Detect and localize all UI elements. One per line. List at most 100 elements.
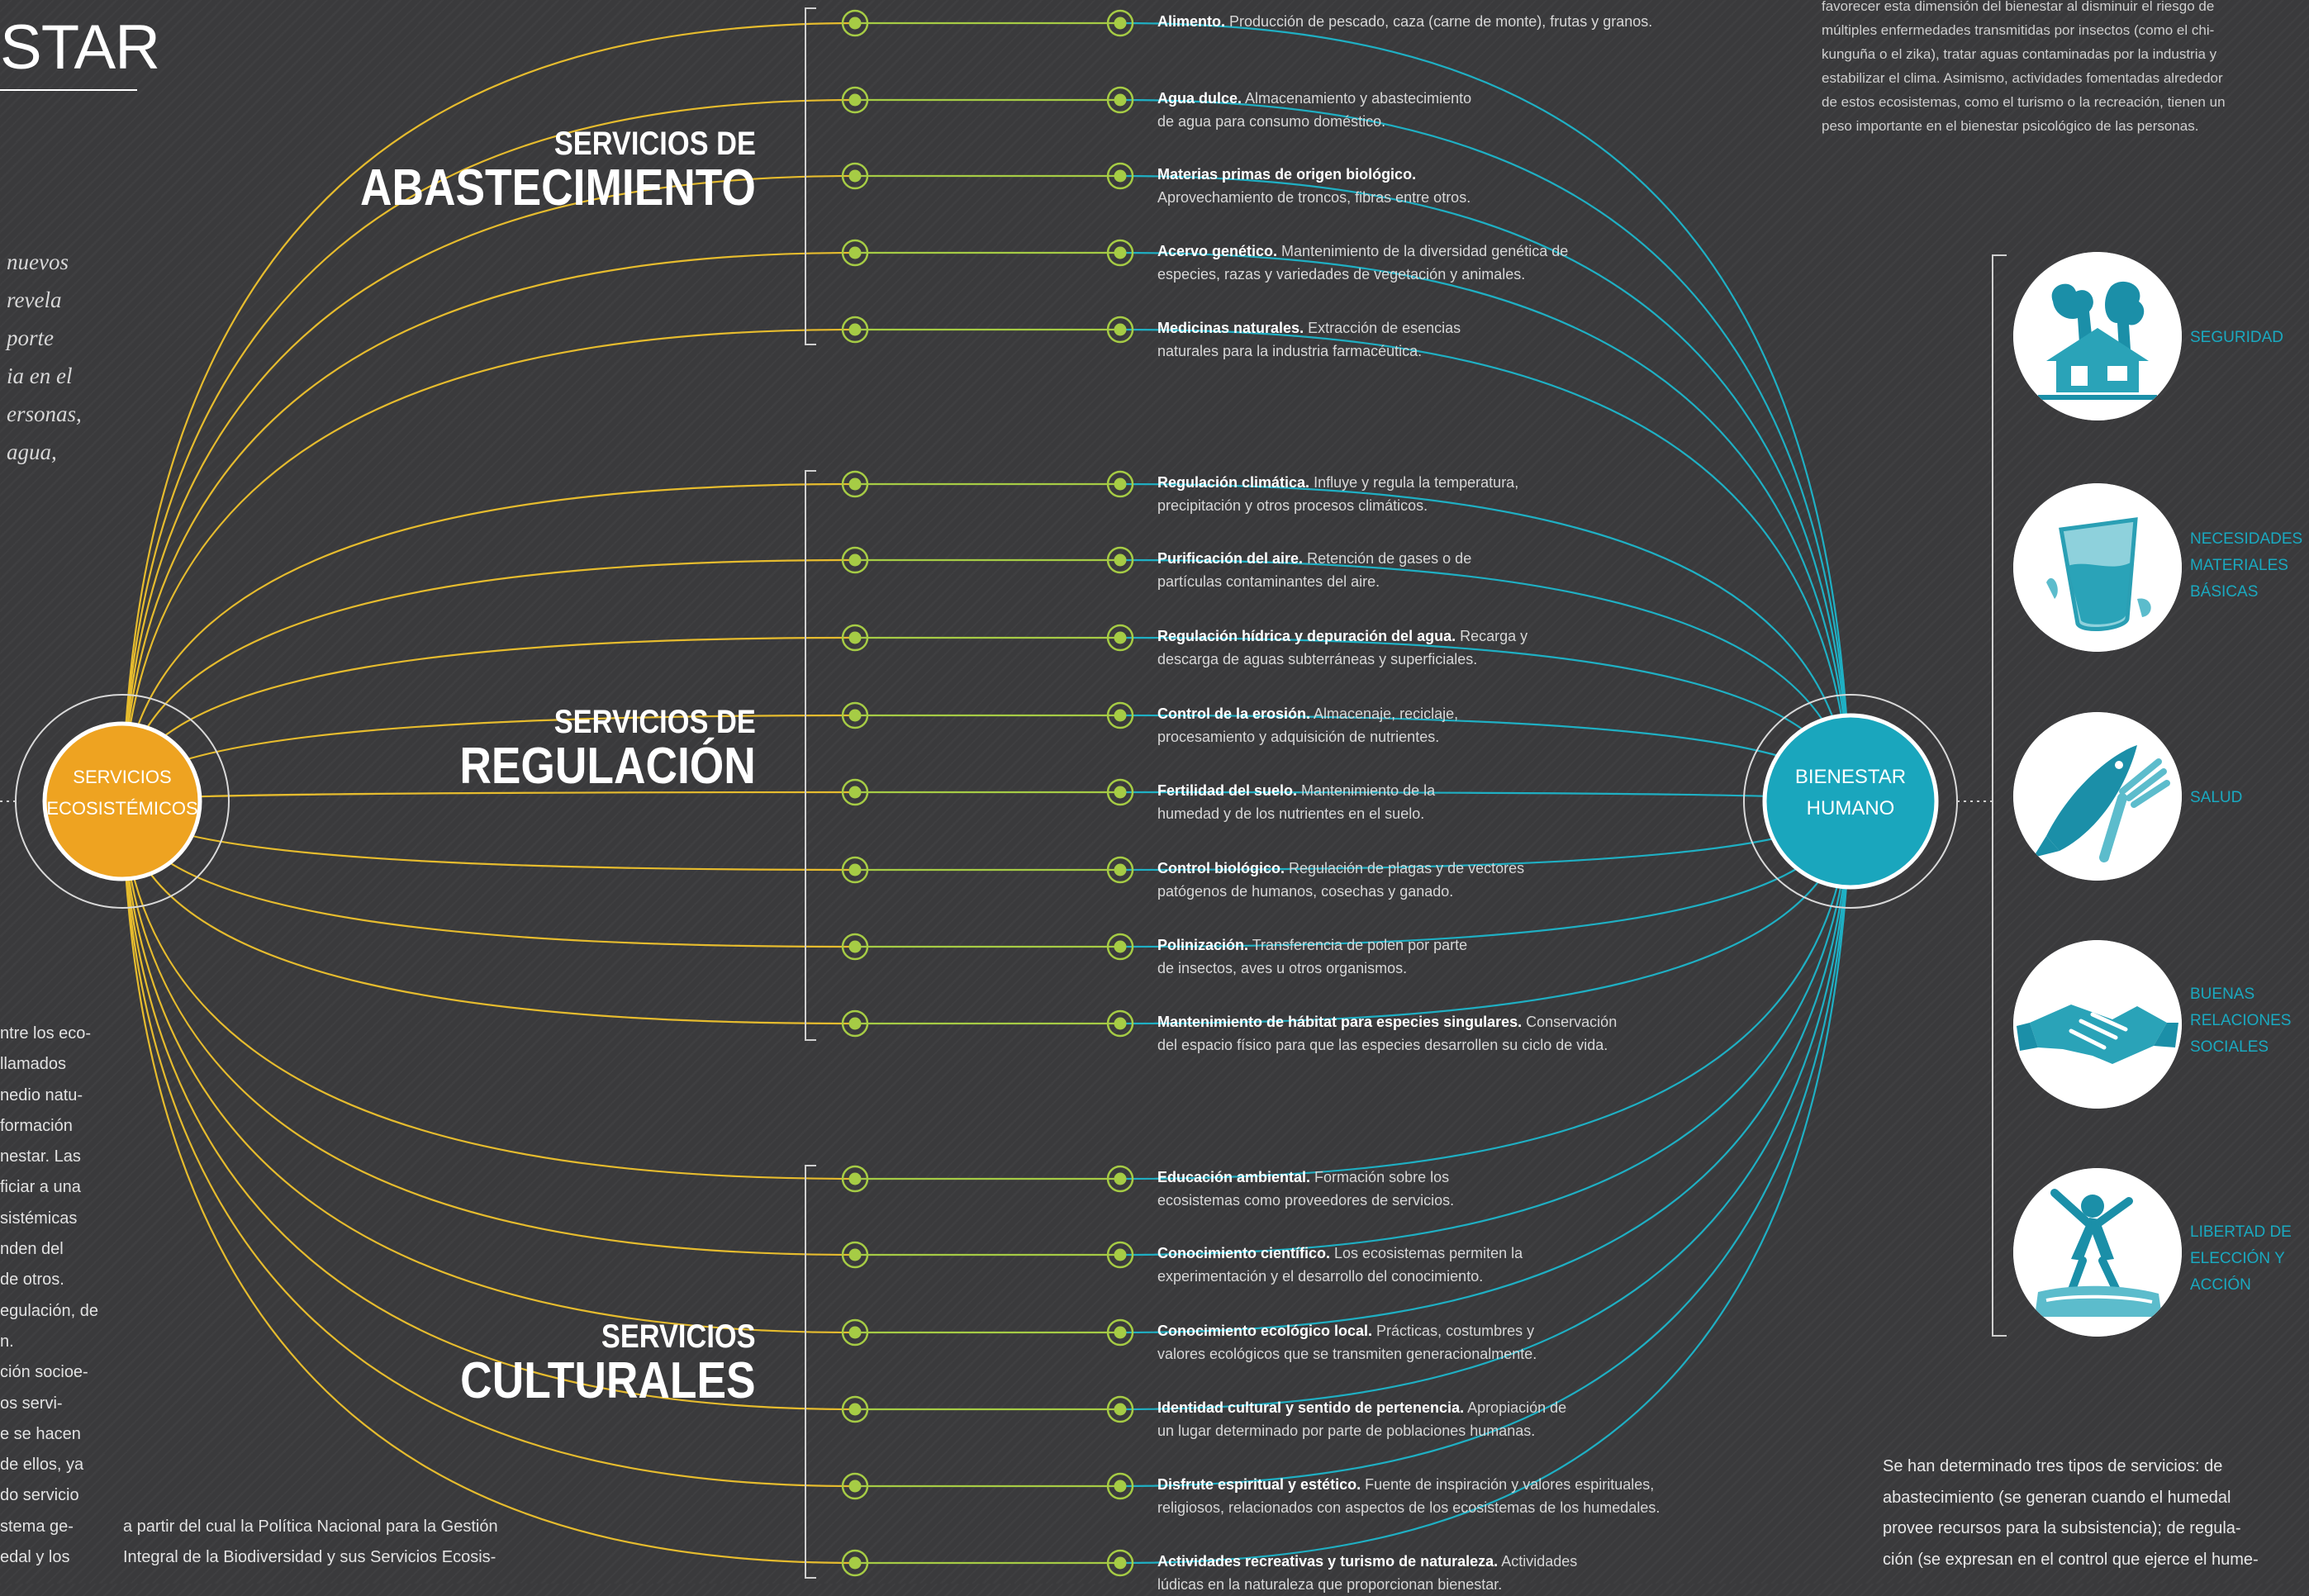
service-node <box>841 1549 869 1577</box>
wellbeing-label: NECESIDADES MATERIALES BÁSICAS <box>2190 530 2303 601</box>
group-bracket <box>805 1165 816 1579</box>
left-body-line: nden del <box>0 1240 64 1259</box>
service-node <box>841 86 869 114</box>
service-desc: Los ecosistemas permiten la <box>1330 1245 1523 1261</box>
service-node <box>1106 239 1134 267</box>
service-desc-line2: partículas contaminantes del aire. <box>1157 573 1380 590</box>
top-right-line: múltiples enfermedades transmitidas por … <box>1822 22 2215 38</box>
service-desc: Retención de gases o de <box>1303 550 1472 567</box>
service-title: Alimento. <box>1157 13 1226 30</box>
service-item: Materias primas de origen biológico.Apro… <box>1157 163 1470 209</box>
service-desc-line2: descarga de aguas subterráneas y superfi… <box>1157 651 1478 667</box>
service-desc-line2: de insectos, aves u otros organismos. <box>1157 960 1408 976</box>
service-item: Medicinas naturales. Extracción de esenc… <box>1157 316 1461 363</box>
service-desc: Formación sobre los <box>1310 1169 1450 1185</box>
left-body-line: de ellos, ya <box>0 1456 84 1475</box>
fish-fork-icon <box>2013 712 2182 881</box>
service-title: Educación ambiental. <box>1157 1169 1311 1185</box>
service-node <box>841 1472 869 1500</box>
service-title: Fertilidad del suelo. <box>1157 782 1298 799</box>
group-label-line2: ABASTECIMIENTO <box>360 159 756 216</box>
connector-line-ecosystem <box>121 800 856 1256</box>
service-node <box>1106 316 1134 344</box>
service-node <box>841 1009 869 1038</box>
connector-line-wellbeing <box>1119 98 1852 802</box>
service-desc: Almacenamiento y abastecimiento <box>1242 90 1472 107</box>
service-item: Conocimiento ecológico local. Prácticas,… <box>1157 1319 1537 1366</box>
service-title: Agua dulce. <box>1157 90 1242 107</box>
top-right-line: estabilizar el clima. Asimismo, activida… <box>1822 70 2223 86</box>
service-desc-line2: lúdicas en la naturaleza que proporciona… <box>1157 1576 1503 1593</box>
connector-line-ecosystem <box>121 251 856 802</box>
service-title: Identidad cultural y sentido de pertenen… <box>1157 1399 1465 1416</box>
right-body-line: abastecimiento (se generan cuando el hum… <box>1883 1488 2231 1507</box>
group-bracket <box>805 470 816 1041</box>
service-node <box>841 1395 869 1423</box>
connector-line-ecosystem <box>121 174 856 802</box>
group-label-line1: SERVICIOS DE <box>553 126 756 162</box>
group-label-line2: CULTURALES <box>460 1352 756 1409</box>
service-node <box>1106 1009 1134 1038</box>
service-item: Purificación del aire. Retención de gase… <box>1157 547 1471 593</box>
connector-line-wellbeing <box>1119 328 1852 802</box>
service-desc: Actividades <box>1498 1553 1578 1570</box>
group-label-line1: SERVICIOS DE <box>553 704 756 740</box>
service-item: Regulación climática. Influye y regula l… <box>1157 471 1518 517</box>
service-node <box>841 624 869 652</box>
service-desc-line2: precipitación y otros procesos climático… <box>1157 497 1428 514</box>
service-desc-line2: del espacio físico para que las especies… <box>1157 1037 1608 1053</box>
service-node <box>841 162 869 190</box>
service-desc-line2: valores ecológicos que se transmiten gen… <box>1157 1346 1537 1362</box>
quote-line: porte <box>7 325 54 350</box>
left-body-line: stema ge- <box>0 1517 74 1536</box>
connector-line-ecosystem <box>121 98 856 802</box>
connector-line-ecosystem <box>121 800 856 872</box>
service-node <box>841 9 869 37</box>
service-node <box>841 778 869 806</box>
service-desc-line2: ecosistemas como proveedores de servicio… <box>1157 1192 1455 1209</box>
service-node <box>1106 1472 1134 1500</box>
service-desc-line2: Aprovechamiento de troncos, fibras entre… <box>1157 189 1471 206</box>
service-node <box>1106 546 1134 574</box>
service-title: Conocimiento ecológico local. <box>1157 1323 1373 1339</box>
quote-line: agua, <box>7 439 57 464</box>
connector-line-wellbeing <box>1119 800 1852 1025</box>
service-desc: Transferencia de polen por parte <box>1248 937 1468 953</box>
quote-line: ersonas, <box>7 401 82 426</box>
service-node <box>1106 778 1134 806</box>
right-body-line: provee recursos para la subsistencia); d… <box>1883 1519 2241 1537</box>
left-body-line: llamados <box>0 1055 67 1074</box>
left-body-line: ficiar a una <box>0 1178 81 1197</box>
service-desc-line2: humedad y de los nutrientes en el suelo. <box>1157 805 1425 822</box>
service-node <box>841 1165 869 1193</box>
left-body-line: nedio natu- <box>0 1085 83 1104</box>
service-title: Control de la erosión. <box>1157 705 1311 722</box>
bottom-column-line: a partir del cual la Política Nacional p… <box>123 1518 498 1536</box>
right-body-line: ción (se expresan en el control que ejer… <box>1883 1550 2259 1569</box>
service-desc: Influye y regula la temperatura, <box>1309 474 1519 491</box>
service-item: Agua dulce. Almacenamiento y abastecimie… <box>1157 87 1471 133</box>
left-body-line: ción socioe- <box>0 1363 88 1382</box>
group-label-line1: SERVICIOS <box>601 1318 756 1355</box>
service-desc: Fuente de inspiración y valores espiritu… <box>1361 1476 1655 1493</box>
connector-line-ecosystem <box>121 800 856 1411</box>
connector-line-ecosystem <box>121 21 856 802</box>
service-node <box>841 316 869 344</box>
service-desc-line2: patógenos de humanos, cosechas y ganado. <box>1157 883 1454 900</box>
service-desc: Mantenimiento de la diversidad genética … <box>1277 243 1569 259</box>
top-right-line: kunguña o el zika), tratar aguas contami… <box>1822 46 2217 62</box>
left-body-line: n. <box>0 1332 14 1351</box>
top-right-line: de estos ecosistemas, como el turismo o … <box>1822 94 2226 110</box>
service-title: Medicinas naturales. <box>1157 320 1304 336</box>
service-item: Conocimiento científico. Los ecosistemas… <box>1157 1242 1523 1288</box>
service-node <box>1106 1165 1134 1193</box>
connector-line-ecosystem <box>121 800 856 1334</box>
service-item: Acervo genético. Mantenimiento de la div… <box>1157 240 1568 286</box>
service-desc: Almacenaje, reciclaje, <box>1310 705 1459 722</box>
service-item: Control biológico. Regulación de plagas … <box>1157 857 1524 903</box>
top-right-text: favorecer esta dimensión del bienestar a… <box>1822 0 2226 138</box>
service-title: Disfrute espiritual y estético. <box>1157 1476 1361 1493</box>
